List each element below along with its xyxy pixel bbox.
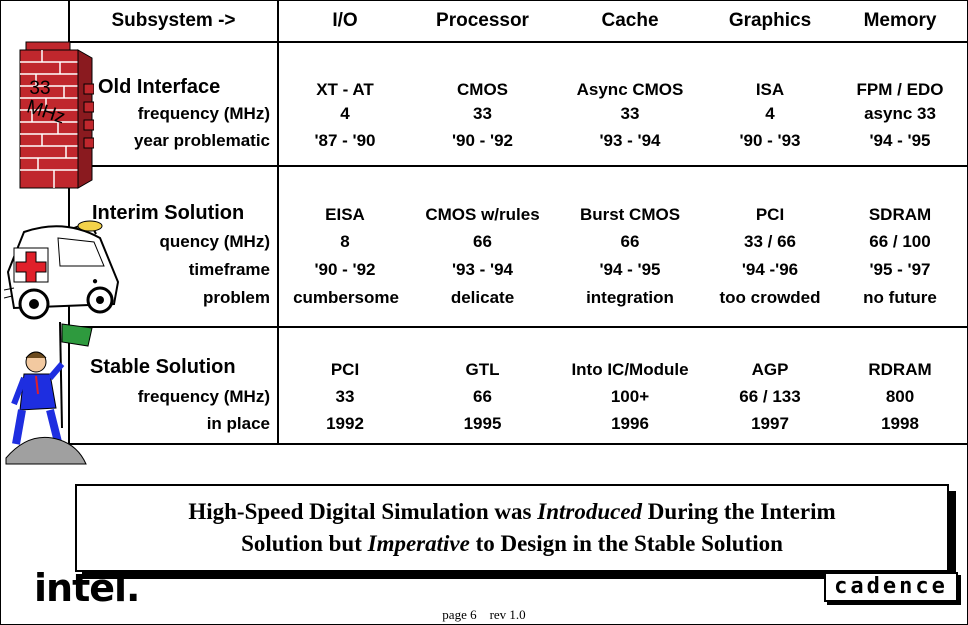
section-divider-1: [68, 165, 968, 167]
header-io: I/O: [332, 10, 358, 31]
table-cell: AGP: [751, 360, 789, 379]
table-cell: 66: [473, 387, 492, 406]
table-cell: GTL: [465, 360, 500, 379]
section-title-interim-solution: Interim Solution: [92, 202, 245, 224]
table-cell: '94 -'96: [741, 260, 799, 279]
row-label: quency (MHz): [159, 232, 271, 251]
brick-wall-icon: 33 MHz: [19, 41, 94, 189]
table-cell: PCI: [330, 360, 360, 379]
header-cache: Cache: [601, 10, 659, 31]
banner-text: High-Speed Digital Simulation was: [188, 499, 538, 524]
svg-text:●: ●: [92, 276, 98, 287]
table-cell: 800: [885, 387, 915, 406]
table-cell: 33 / 66: [744, 232, 796, 251]
table-cell: '94 - '95: [869, 131, 931, 150]
table-cell: '93 - '94: [451, 260, 513, 279]
table-cell: Burst CMOS: [579, 205, 681, 224]
section-title-stable-solution: Stable Solution: [90, 356, 236, 378]
table-cell: PCI: [755, 205, 785, 224]
banner-text: Solution but: [241, 531, 368, 556]
table-cell: 66 / 133: [739, 387, 801, 406]
table-cell: CMOS w/rules: [425, 205, 540, 224]
table-cell: '95 - '97: [869, 260, 931, 279]
ambulance-icon: ●: [4, 220, 120, 320]
banner-line-2: Solution but Imperative to Design in the…: [241, 528, 783, 560]
table-cell: SDRAM: [868, 205, 932, 224]
table-cell: '90 - '92: [451, 131, 513, 150]
row-label: frequency (MHz): [137, 104, 270, 123]
intel-logo: intel.: [34, 566, 140, 610]
table-cell: XT - AT: [316, 80, 374, 99]
table-cell: 1996: [611, 414, 649, 433]
table-cell: ISA: [755, 80, 785, 99]
table-cell: 33: [335, 387, 355, 406]
table-cell: '87 - '90: [314, 131, 376, 150]
banner-emphasis: Introduced: [537, 499, 643, 524]
table-cell: no future: [863, 288, 937, 307]
table-cell: RDRAM: [868, 360, 932, 379]
table-cell: '90 - '92: [314, 260, 376, 279]
table-cell: 33: [620, 104, 640, 123]
table-cell: 1995: [463, 414, 502, 433]
table-cell: integration: [586, 288, 674, 307]
banner-emphasis: Imperative: [367, 531, 470, 556]
header-divider: [68, 41, 968, 43]
table-cell: Into IC/Module: [571, 360, 689, 379]
row-label: problem: [202, 288, 270, 307]
table-cell: 66 / 100: [869, 232, 931, 251]
table-cell: 4: [765, 104, 775, 123]
section-divider-2: [68, 326, 968, 328]
banner-text: During the Interim: [642, 499, 836, 524]
table-cell: 4: [340, 104, 350, 123]
page-footer: page 6 rev 1.0: [442, 607, 526, 622]
row-label: frequency (MHz): [137, 387, 270, 406]
table-cell: too crowded: [719, 288, 821, 307]
header-processor: Processor: [436, 10, 529, 31]
table-left-border: [68, 0, 70, 445]
table-cell: '90 - '93: [739, 131, 801, 150]
table-cell: cumbersome: [293, 288, 399, 307]
conclusion-banner: High-Speed Digital Simulation was Introd…: [75, 484, 949, 572]
table-cell: delicate: [450, 288, 515, 307]
table-cell: CMOS: [457, 80, 508, 99]
table-cell: 66: [620, 232, 640, 251]
header-subsystem: Subsystem ->: [111, 10, 236, 31]
table-cell: 8: [340, 232, 350, 251]
table-cell: EISA: [325, 205, 365, 224]
table-cell: FPM / EDO: [856, 80, 944, 99]
table-cell: '94 - '95: [599, 260, 661, 279]
row-label: timeframe: [188, 260, 270, 279]
row-label: year problematic: [133, 131, 270, 150]
table-cell: 33: [473, 104, 492, 123]
table-cell: 1998: [881, 414, 919, 433]
label-column-divider: [277, 0, 279, 445]
wall-sign-number: 33: [29, 78, 50, 99]
header-memory: Memory: [863, 10, 937, 31]
table-cell: 100+: [610, 387, 650, 406]
banner-text: to Design in the Stable Solution: [469, 531, 783, 556]
table-cell: 1997: [751, 414, 789, 433]
banner-line-1: High-Speed Digital Simulation was Introd…: [188, 496, 835, 528]
section-title-old-interface: Old Interface: [98, 76, 221, 98]
table-bottom-border: [68, 443, 968, 445]
man-with-flag-icon: [5, 321, 93, 465]
row-label: in place: [206, 414, 270, 433]
header-graphics: Graphics: [728, 10, 812, 31]
table-cell: 1992: [326, 414, 364, 433]
cadence-logo: cadence: [824, 572, 958, 602]
table-cell: Async CMOS: [576, 80, 684, 99]
table-cell: 66: [473, 232, 492, 251]
table-cell: async 33: [864, 104, 936, 123]
table-cell: '93 - '94: [599, 131, 661, 150]
